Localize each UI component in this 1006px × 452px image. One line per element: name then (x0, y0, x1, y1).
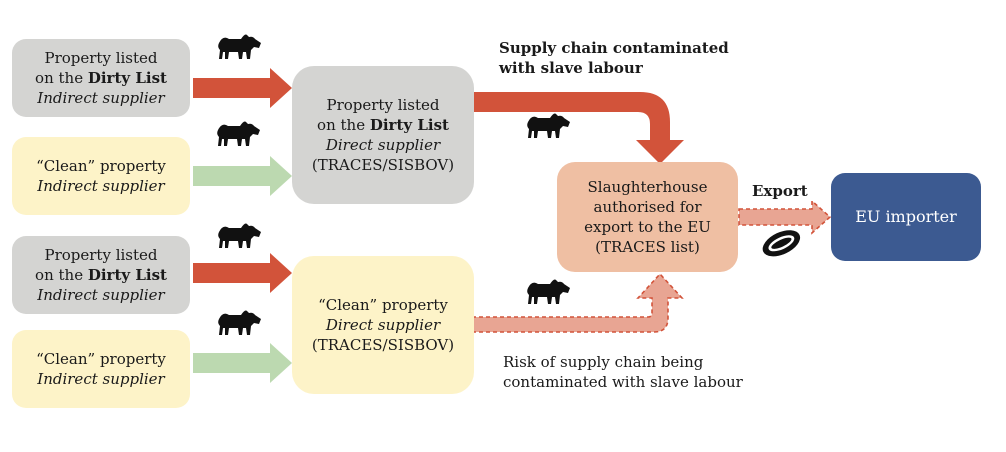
box-line: Indirect supplier (37, 370, 165, 388)
box-line: (TRACES/SISBOV) (311, 336, 455, 354)
indirect-supplier-dirty-2: Property listed on the Dirty List Indire… (12, 236, 190, 314)
contaminated-line: with slave labour (499, 59, 643, 77)
dirty-list-label: Dirty List (87, 266, 167, 284)
box-line: Direct supplier (325, 316, 441, 334)
box-line-prefix: on the (35, 69, 88, 87)
contaminated-label: Supply chain contaminated with slave lab… (499, 38, 729, 78)
risk-line: contaminated with slave labour (503, 373, 743, 391)
indirect-supplier-dirty-1: Property listed on the Dirty List Indire… (12, 39, 190, 117)
green-arrow-top (193, 156, 292, 196)
cow-icon (218, 223, 261, 248)
red-arrow-bottom (193, 253, 292, 293)
box-line: “Clean” property (318, 296, 448, 314)
box-line-prefix: on the (317, 116, 370, 134)
cow-icon (527, 113, 570, 138)
cow-icon (217, 121, 260, 146)
dashed-export-arrow (738, 199, 832, 235)
box-line: (TRACES/SISBOV) (311, 156, 455, 174)
red-elbow-arrow (472, 92, 684, 164)
box-line: Property listed (44, 49, 158, 67)
box-line: export to the EU (584, 218, 711, 236)
eu-importer-label: EU importer (855, 207, 957, 226)
risk-line: Risk of supply chain being (503, 353, 704, 371)
dashed-elbow-arrow (471, 272, 684, 333)
box-line: on the Dirty List (35, 68, 167, 88)
box-line: “Clean” property (36, 157, 166, 175)
eu-importer-box: EU importer (831, 173, 981, 261)
indirect-supplier-clean-1: “Clean” property Indirect supplier (12, 137, 190, 215)
box-line: Indirect supplier (37, 286, 165, 304)
box-line: Direct supplier (325, 136, 441, 154)
box-line: Property listed (44, 246, 158, 264)
red-arrow-top (193, 68, 292, 108)
cow-icon (527, 279, 570, 304)
box-line: Slaughterhouse (587, 178, 708, 196)
direct-supplier-dirty: Property listed on the Dirty List Direct… (292, 66, 474, 204)
box-line: “Clean” property (36, 350, 166, 368)
dirty-list-label: Dirty List (87, 69, 167, 87)
export-label: Export (752, 182, 808, 200)
box-line-prefix: on the (35, 266, 88, 284)
box-line: authorised for (593, 198, 702, 216)
box-line: on the Dirty List (35, 265, 167, 285)
box-line: Property listed (326, 96, 440, 114)
box-line: on the Dirty List (317, 115, 449, 135)
meat-steak-icon (762, 230, 801, 257)
box-line: Indirect supplier (37, 177, 165, 195)
green-arrow-bottom (193, 343, 292, 383)
cow-icon (218, 310, 261, 335)
risk-label: Risk of supply chain being contaminated … (503, 352, 743, 392)
cow-icon (218, 34, 261, 59)
box-line: (TRACES list) (595, 238, 700, 256)
dirty-list-label: Dirty List (369, 116, 449, 134)
direct-supplier-clean: “Clean” property Direct supplier (TRACES… (292, 256, 474, 394)
contaminated-line: Supply chain contaminated (499, 39, 729, 57)
slaughterhouse-box: Slaughterhouse authorised for export to … (557, 162, 738, 272)
indirect-supplier-clean-2: “Clean” property Indirect supplier (12, 330, 190, 408)
box-line: Indirect supplier (37, 89, 165, 107)
